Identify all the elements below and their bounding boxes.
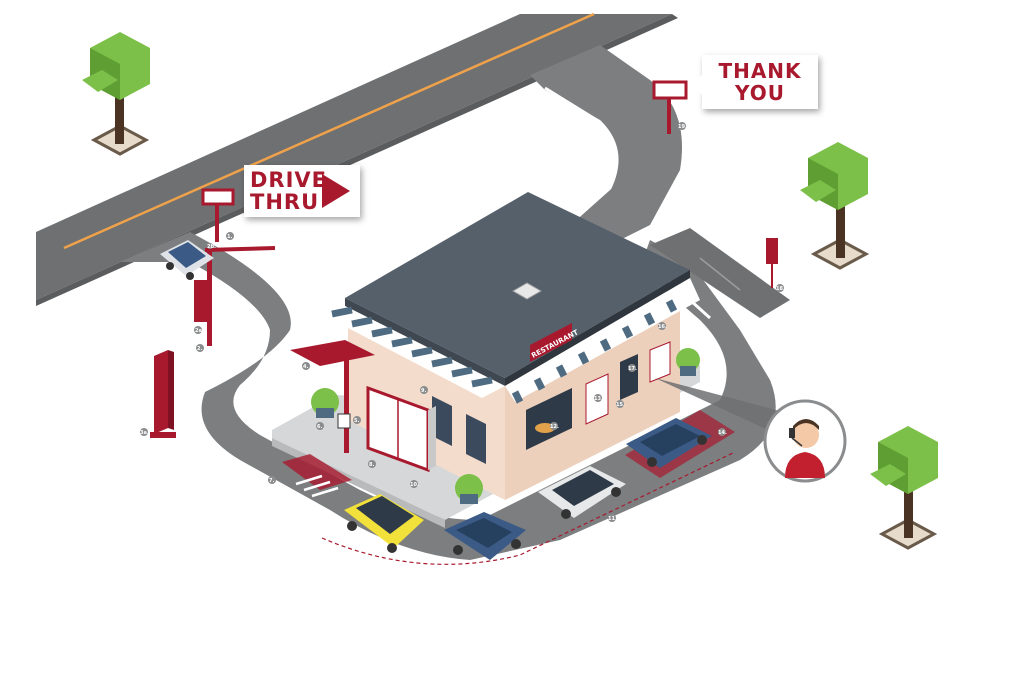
exit-lane xyxy=(530,45,682,245)
marker-6-label: 6. xyxy=(317,424,322,430)
marker-2b: 2b. xyxy=(207,243,216,250)
marker-2: 2. xyxy=(196,344,204,352)
car-white xyxy=(538,466,626,519)
marker-2-label: 2. xyxy=(197,346,202,352)
marker-9-label: 9. xyxy=(421,388,426,394)
marker-16-label: 16. xyxy=(658,324,667,330)
marker-5-label: 5. xyxy=(354,418,359,424)
bushes xyxy=(311,348,700,504)
marker-2b-label: 2b. xyxy=(207,244,216,250)
marker-1: 1. xyxy=(226,232,234,240)
marker-17: 17. xyxy=(628,364,637,372)
marker-15-label: 15. xyxy=(616,402,625,408)
parking-area xyxy=(650,228,790,318)
marker-2a: 2a. xyxy=(194,326,204,334)
tree-right-top xyxy=(800,142,870,270)
marker-11: 11. xyxy=(608,514,617,522)
marker-17-label: 17. xyxy=(628,366,637,372)
marker-8-label: 8. xyxy=(369,462,374,468)
marker-19: 19. xyxy=(678,122,687,130)
marker-10: 10. xyxy=(410,480,419,488)
drive-thru-callout: DRIVE THRU xyxy=(244,165,360,217)
marker-4: 4. xyxy=(302,362,310,370)
marker-1-label: 1. xyxy=(227,234,232,240)
drive-thru-line2: THRU xyxy=(250,190,320,214)
marker-12: 12. xyxy=(550,422,559,430)
car-blue-window xyxy=(626,418,712,468)
menu-preview-board xyxy=(150,350,176,438)
height-gate xyxy=(194,246,275,346)
marker-16: 16. xyxy=(658,322,667,330)
thank-you-line1: THANK xyxy=(718,59,802,83)
marker-8: 8. xyxy=(368,460,376,468)
car-yellow xyxy=(344,494,424,553)
attendant-callout xyxy=(655,378,847,483)
marker-15: 15. xyxy=(616,400,625,408)
drive-thru-line1: DRIVE xyxy=(250,168,328,192)
marker-13-label: 13. xyxy=(594,396,603,402)
marker-3a: 3a. xyxy=(140,428,149,436)
main-road xyxy=(36,12,678,306)
menu-board xyxy=(366,385,436,473)
car-blue-front xyxy=(444,512,526,560)
marker-5: 5. xyxy=(353,416,361,424)
tree-top-left xyxy=(82,32,150,156)
marker-18-label: 18. xyxy=(776,286,785,292)
car-entry xyxy=(160,240,214,280)
number-markers: 1. 2. 2a. 2b. 3a. 4. 5. 6. 7. 8. 9. 10. … xyxy=(140,122,785,522)
marker-7: 7. xyxy=(268,476,276,484)
thank-you-line2: YOU xyxy=(734,81,785,105)
drive-thru-pole xyxy=(201,188,235,242)
thank-you-pole xyxy=(652,80,688,134)
marker-4-label: 4. xyxy=(303,364,308,370)
tree-right-bottom xyxy=(870,426,938,550)
pointer-left-icon xyxy=(690,75,702,95)
arrow-right-icon xyxy=(322,174,350,208)
marker-12-label: 12. xyxy=(550,424,559,430)
marker-19-label: 19. xyxy=(678,124,687,130)
marker-9: 9. xyxy=(420,386,428,394)
marker-11-label: 11. xyxy=(608,516,617,522)
restaurant-building xyxy=(325,192,700,500)
marker-13: 13. xyxy=(594,394,603,402)
marker-3a-label: 3a. xyxy=(140,430,149,436)
marker-7-label: 7. xyxy=(269,478,274,484)
thank-you-callout: THANK YOU xyxy=(690,55,818,109)
speaker-canopy xyxy=(290,340,375,453)
marker-18: 18. xyxy=(776,284,785,292)
marker-2a-label: 2a. xyxy=(195,328,204,334)
marker-10-label: 10. xyxy=(410,482,419,488)
marker-6: 6. xyxy=(316,422,324,430)
parking-sign-pole xyxy=(766,238,778,288)
marker-14: 14. xyxy=(718,428,727,436)
marker-14-label: 14. xyxy=(718,430,727,436)
